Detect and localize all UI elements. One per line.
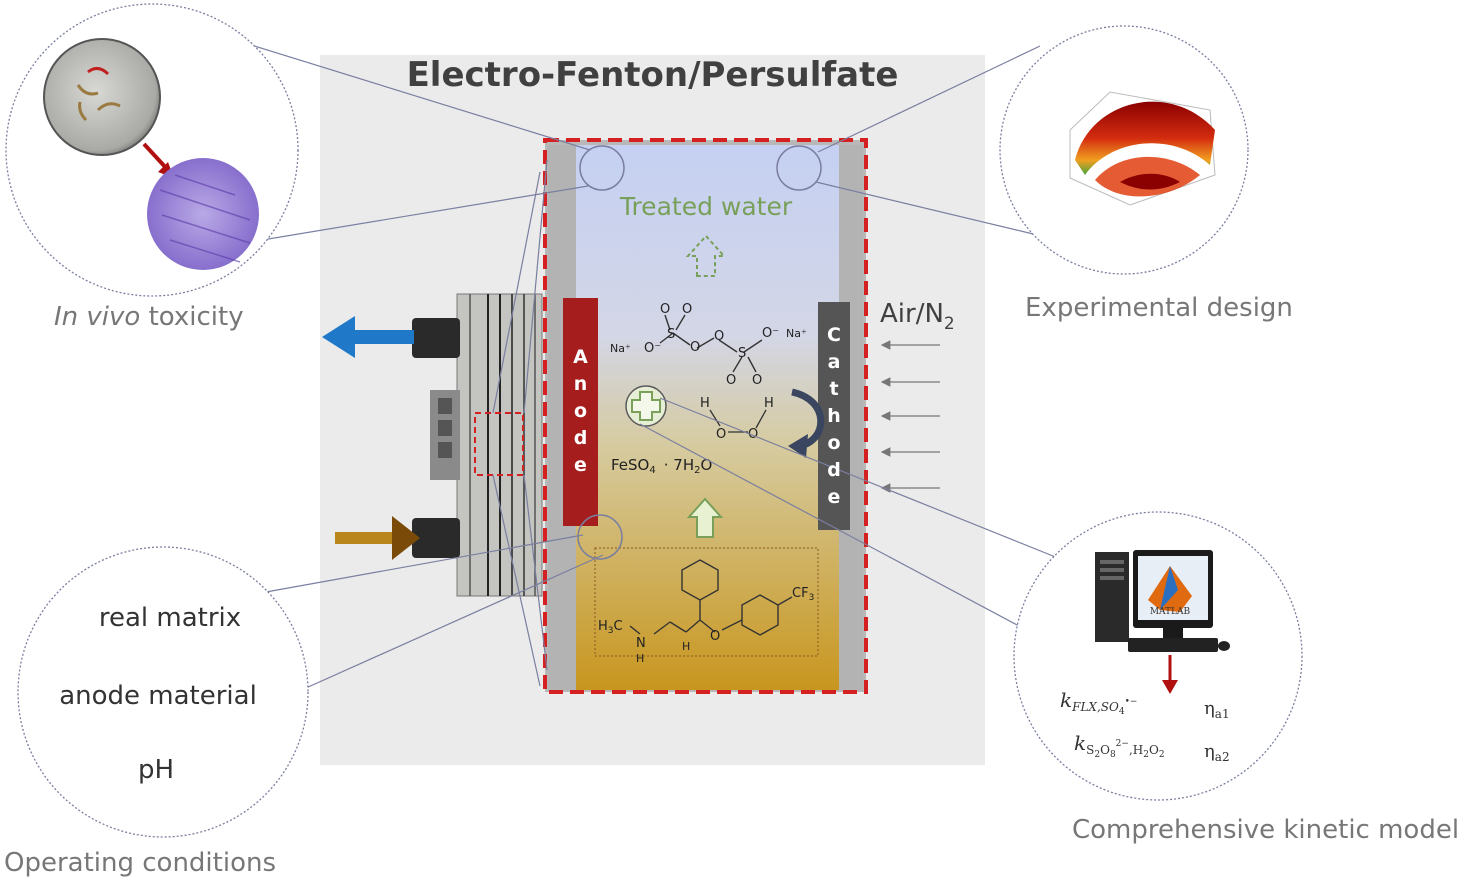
- response-surface-plot: [1069, 91, 1216, 206]
- condition-real-matrix: real matrix: [98, 603, 242, 633]
- experimental-design-label: Experimental design: [1025, 293, 1293, 323]
- svg-text:O: O: [726, 373, 736, 388]
- svg-text:S: S: [667, 327, 675, 342]
- anode-letter: o: [573, 400, 588, 422]
- anode: [563, 298, 598, 526]
- zoom-circle-anode: [577, 514, 623, 560]
- cathode-letter: e: [827, 486, 841, 508]
- gas-label: Air/N2: [880, 299, 955, 334]
- diagram-title: Electro-Fenton/Persulfate: [406, 55, 899, 95]
- petri-dish-image: [43, 38, 161, 156]
- svg-text:O: O: [752, 373, 762, 388]
- svg-text:O: O: [660, 302, 670, 317]
- operating-conditions-bubble: [17, 546, 309, 838]
- fluoxetine-box: [594, 547, 819, 657]
- anode-letter: n: [573, 373, 588, 395]
- eta-a1: ηa1: [1204, 698, 1230, 721]
- up-arrow: [686, 497, 724, 538]
- zoom-box: [474, 412, 524, 476]
- in-vivo-toxicity-label: In vivo toxicity: [54, 302, 244, 332]
- up-arrow-dashed: [685, 234, 727, 277]
- k-s2o8-h2o2: kS2O82−,H2O2: [1074, 731, 1165, 760]
- persulfate-structure: [659, 314, 763, 373]
- svg-text:Na⁺: Na⁺: [786, 327, 807, 340]
- curved-arrow: [791, 388, 825, 450]
- outlet-arrow: [322, 316, 414, 358]
- condition-anode-material: anode material: [59, 681, 257, 711]
- gas-arrows: [880, 340, 940, 493]
- svg-text:Na⁺: Na⁺: [610, 342, 631, 355]
- svg-text:O: O: [710, 629, 720, 644]
- reagent-label: FeSO4· 7H2O: [611, 456, 712, 476]
- seedlings: [76, 84, 121, 122]
- experimental-design-bubble: [999, 25, 1249, 275]
- h3c-group: H3C: [598, 619, 623, 636]
- svg-text:O: O: [714, 329, 724, 344]
- treated-water-label: Treated water: [619, 192, 793, 221]
- anode-letter: d: [573, 427, 588, 449]
- cathode-letter: t: [829, 378, 839, 400]
- kinetic-model-label: Comprehensive kinetic model: [1072, 815, 1460, 845]
- anode-letter: A: [573, 346, 588, 368]
- svg-text:O⁻: O⁻: [762, 326, 779, 341]
- svg-text:O: O: [716, 427, 726, 442]
- matlab-label: MATLAB: [1150, 607, 1191, 617]
- k-flx-so4: kFLX,SO4•−: [1060, 688, 1137, 717]
- svg-text:H: H: [682, 640, 690, 653]
- cathode-letter: d: [827, 459, 841, 481]
- cell-microscopy-image: [147, 158, 259, 270]
- fluoxetine-structure: [629, 559, 793, 636]
- svg-text:O: O: [690, 340, 700, 355]
- cathode-letter: C: [827, 324, 841, 346]
- svg-text:O: O: [748, 427, 758, 442]
- computer-icon: [1095, 550, 1230, 652]
- zoom-circle-top-right: [776, 145, 822, 191]
- zoom-circle-top-left: [579, 145, 625, 191]
- inlet-arrow: [335, 516, 420, 560]
- eta-a2: ηa2: [1204, 741, 1230, 764]
- fluoxetine-atoms: O N H H H3C CF3: [598, 586, 814, 665]
- svg-text:S: S: [738, 346, 746, 361]
- plus-icon: [625, 385, 667, 427]
- svg-text:H: H: [700, 396, 710, 411]
- cf3-group: CF3: [792, 586, 814, 603]
- cathode-letter: a: [827, 351, 841, 373]
- svg-text:N: N: [636, 636, 646, 651]
- svg-text:O: O: [682, 302, 692, 317]
- condition-ph: pH: [137, 755, 175, 785]
- svg-text:H: H: [764, 396, 774, 411]
- svg-text:H: H: [636, 652, 644, 665]
- connector-lines: [247, 43, 1059, 689]
- operating-conditions-label: Operating conditions: [4, 848, 277, 878]
- svg-text:O⁻: O⁻: [644, 341, 661, 356]
- anode-letter: e: [574, 454, 587, 476]
- cathode-letter: h: [827, 405, 841, 427]
- reactor-stack: [412, 293, 543, 597]
- cathode-letter: o: [827, 432, 841, 454]
- persulfate-atoms: S S O O O O O O O⁻ O⁻ Na⁺ Na⁺: [610, 302, 807, 388]
- kinetic-model-bubble: [1013, 511, 1303, 801]
